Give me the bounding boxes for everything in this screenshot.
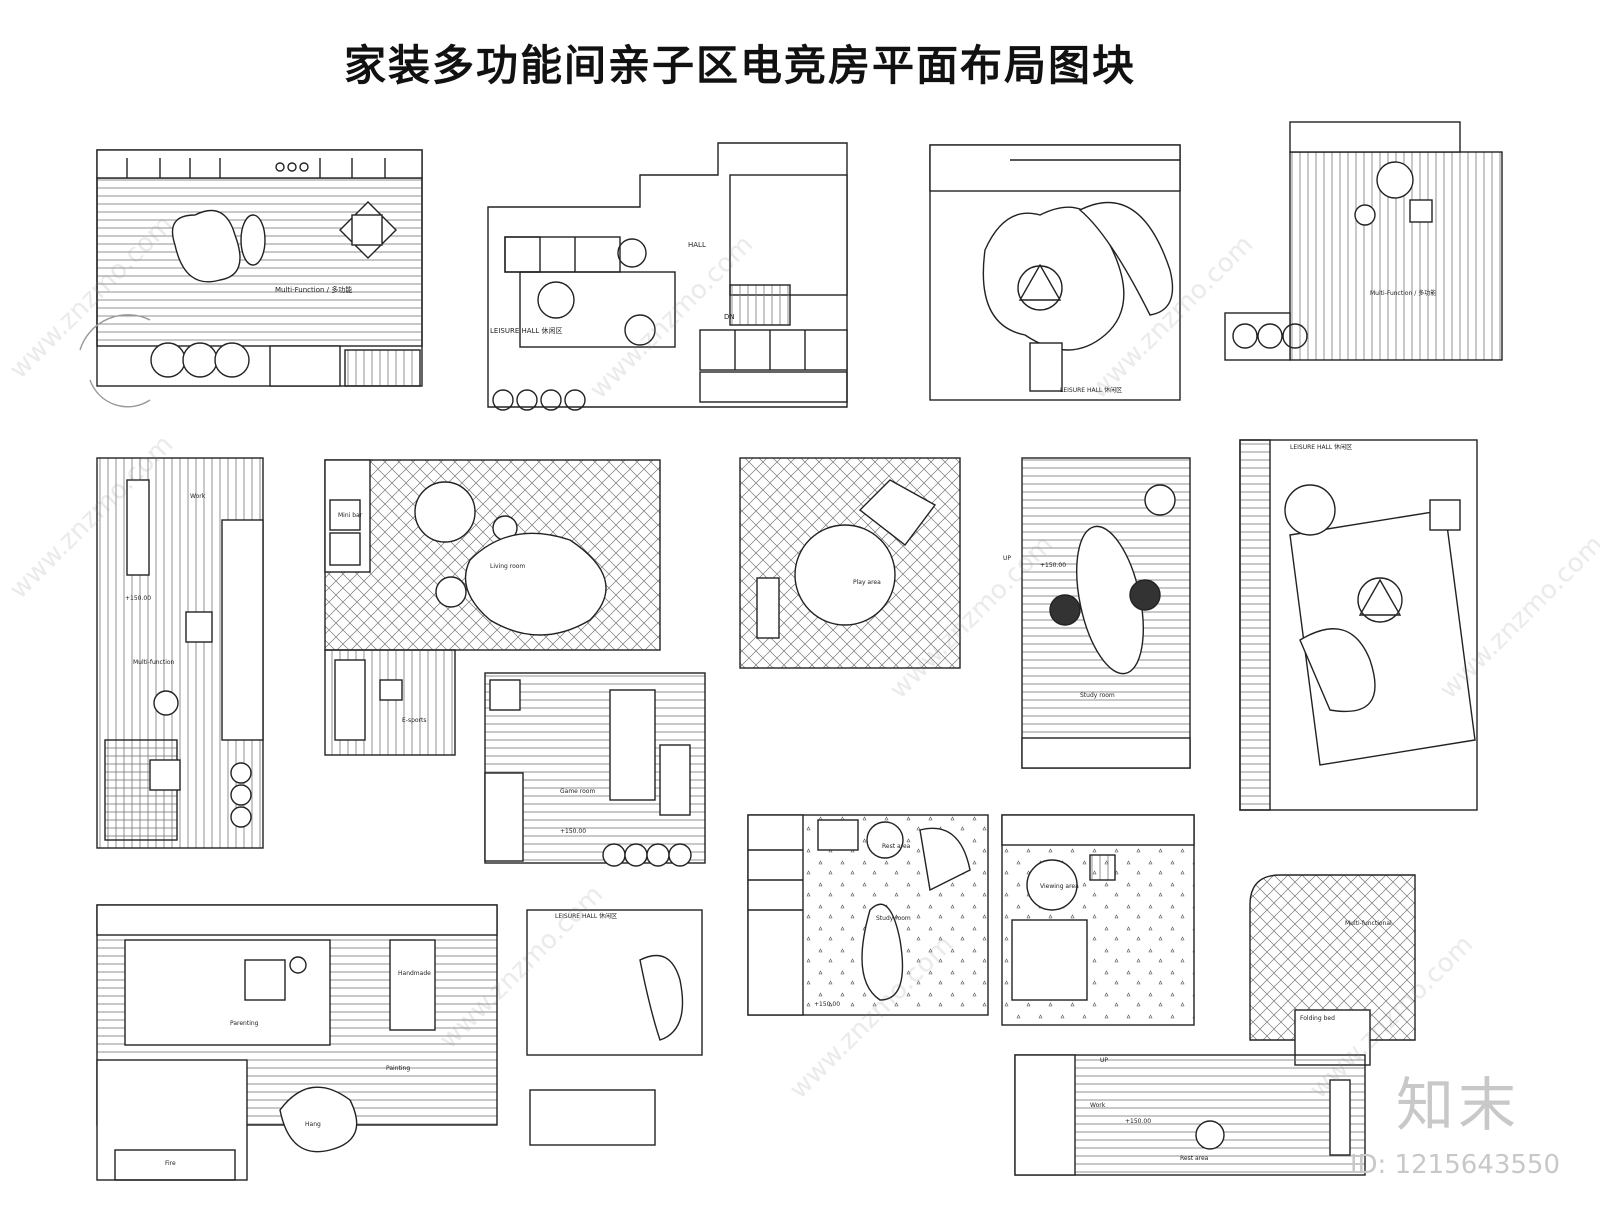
svg-text:Folding bed: Folding bed xyxy=(1300,1015,1335,1022)
svg-text:+150.00: +150.00 xyxy=(1040,562,1066,569)
svg-text:Viewing area: Viewing area xyxy=(1040,883,1079,890)
svg-text:Work: Work xyxy=(190,493,206,500)
page-title: 家装多功能间亲子区电竞房平面布局图块 xyxy=(343,41,1136,90)
plan-play-area-7: Play area xyxy=(739,457,961,669)
svg-text:Rest area: Rest area xyxy=(882,843,911,850)
svg-text:+150.00: +150.00 xyxy=(125,595,151,602)
plan-living-room-6: Mini bar Living room E-sports xyxy=(324,459,661,756)
svg-text:Multi-Function / 多功能: Multi-Function / 多功能 xyxy=(1370,289,1436,297)
plan-work-5: Work +150.00 Multi-function xyxy=(96,457,264,849)
svg-text:Living room: Living room xyxy=(490,563,525,570)
image-id: ID: 1215643550 xyxy=(1349,1150,1560,1180)
svg-text:UP: UP xyxy=(1003,555,1011,562)
plan-multifunction-4: Multi-Function / 多功能 xyxy=(1224,121,1503,361)
plan-leisure-hall-3: LEISURE HALL 休闲区 xyxy=(929,144,1181,401)
svg-text:Fire: Fire xyxy=(165,1160,176,1167)
svg-text:UP: UP xyxy=(1100,1057,1108,1064)
svg-text:Game room: Game room xyxy=(560,788,595,795)
svg-text:Multi-function: Multi-function xyxy=(133,659,175,666)
svg-text:+150.00: +150.00 xyxy=(560,828,586,835)
svg-text:Hang: Hang xyxy=(305,1121,321,1128)
svg-text:HALL: HALL xyxy=(688,241,706,249)
plan-multifunction-1: Multi-Function / 多功能 xyxy=(79,149,423,408)
svg-text:E-sports: E-sports xyxy=(402,717,427,724)
svg-text:Study room: Study room xyxy=(1080,692,1115,699)
plan-study-room-8: UP +150.00 Study room xyxy=(1003,457,1191,769)
plan-leisure-hall-12: LEISURE HALL 休闲区 xyxy=(526,909,703,1146)
svg-text:LEISURE HALL 休闲区: LEISURE HALL 休闲区 xyxy=(490,326,563,335)
brand-logo: 知末 xyxy=(1395,1071,1520,1139)
svg-text:Work: Work xyxy=(1090,1102,1106,1109)
svg-text:DN: DN xyxy=(724,313,735,321)
plan-parenting-11: Handmade Parenting Painting Hang Fire xyxy=(96,904,498,1181)
plan-viewing-area-14: Viewing area xyxy=(1001,814,1195,1026)
svg-text:Rest area: Rest area xyxy=(1180,1155,1209,1162)
svg-text:Multi-functional: Multi-functional xyxy=(1345,920,1392,927)
svg-text:LEISURE HALL 休闲区: LEISURE HALL 休闲区 xyxy=(555,912,617,920)
plan-leisure-hall-2: LEISURE HALL 休闲区 HALL DN xyxy=(487,142,848,411)
svg-text:Study room: Study room xyxy=(876,915,911,922)
svg-text:Mini bar: Mini bar xyxy=(338,512,363,519)
plan-game-room-10: Game room +150.00 xyxy=(484,672,706,867)
svg-text:Painting: Painting xyxy=(386,1065,410,1072)
p1-label: Multi-Function / 多功能 xyxy=(275,285,352,294)
svg-text:Parenting: Parenting xyxy=(230,1020,259,1027)
plan-leisure-hall-9: LEISURE HALL 休闲区 xyxy=(1239,439,1478,811)
svg-text:Play area: Play area xyxy=(853,579,881,586)
svg-text:LEISURE HALL 休闲区: LEISURE HALL 休闲区 xyxy=(1290,443,1352,451)
svg-text:+150.00: +150.00 xyxy=(1125,1118,1151,1125)
plan-rest-area-15: Multi-functional Folding bed UP Work +15… xyxy=(1014,874,1416,1176)
svg-text:+150.00: +150.00 xyxy=(814,1001,840,1008)
svg-text:Handmade: Handmade xyxy=(398,970,431,977)
svg-text:LEISURE HALL 休闲区: LEISURE HALL 休闲区 xyxy=(1060,386,1122,394)
plan-study-rest-13: Rest area Study room +150.00 xyxy=(747,814,989,1016)
